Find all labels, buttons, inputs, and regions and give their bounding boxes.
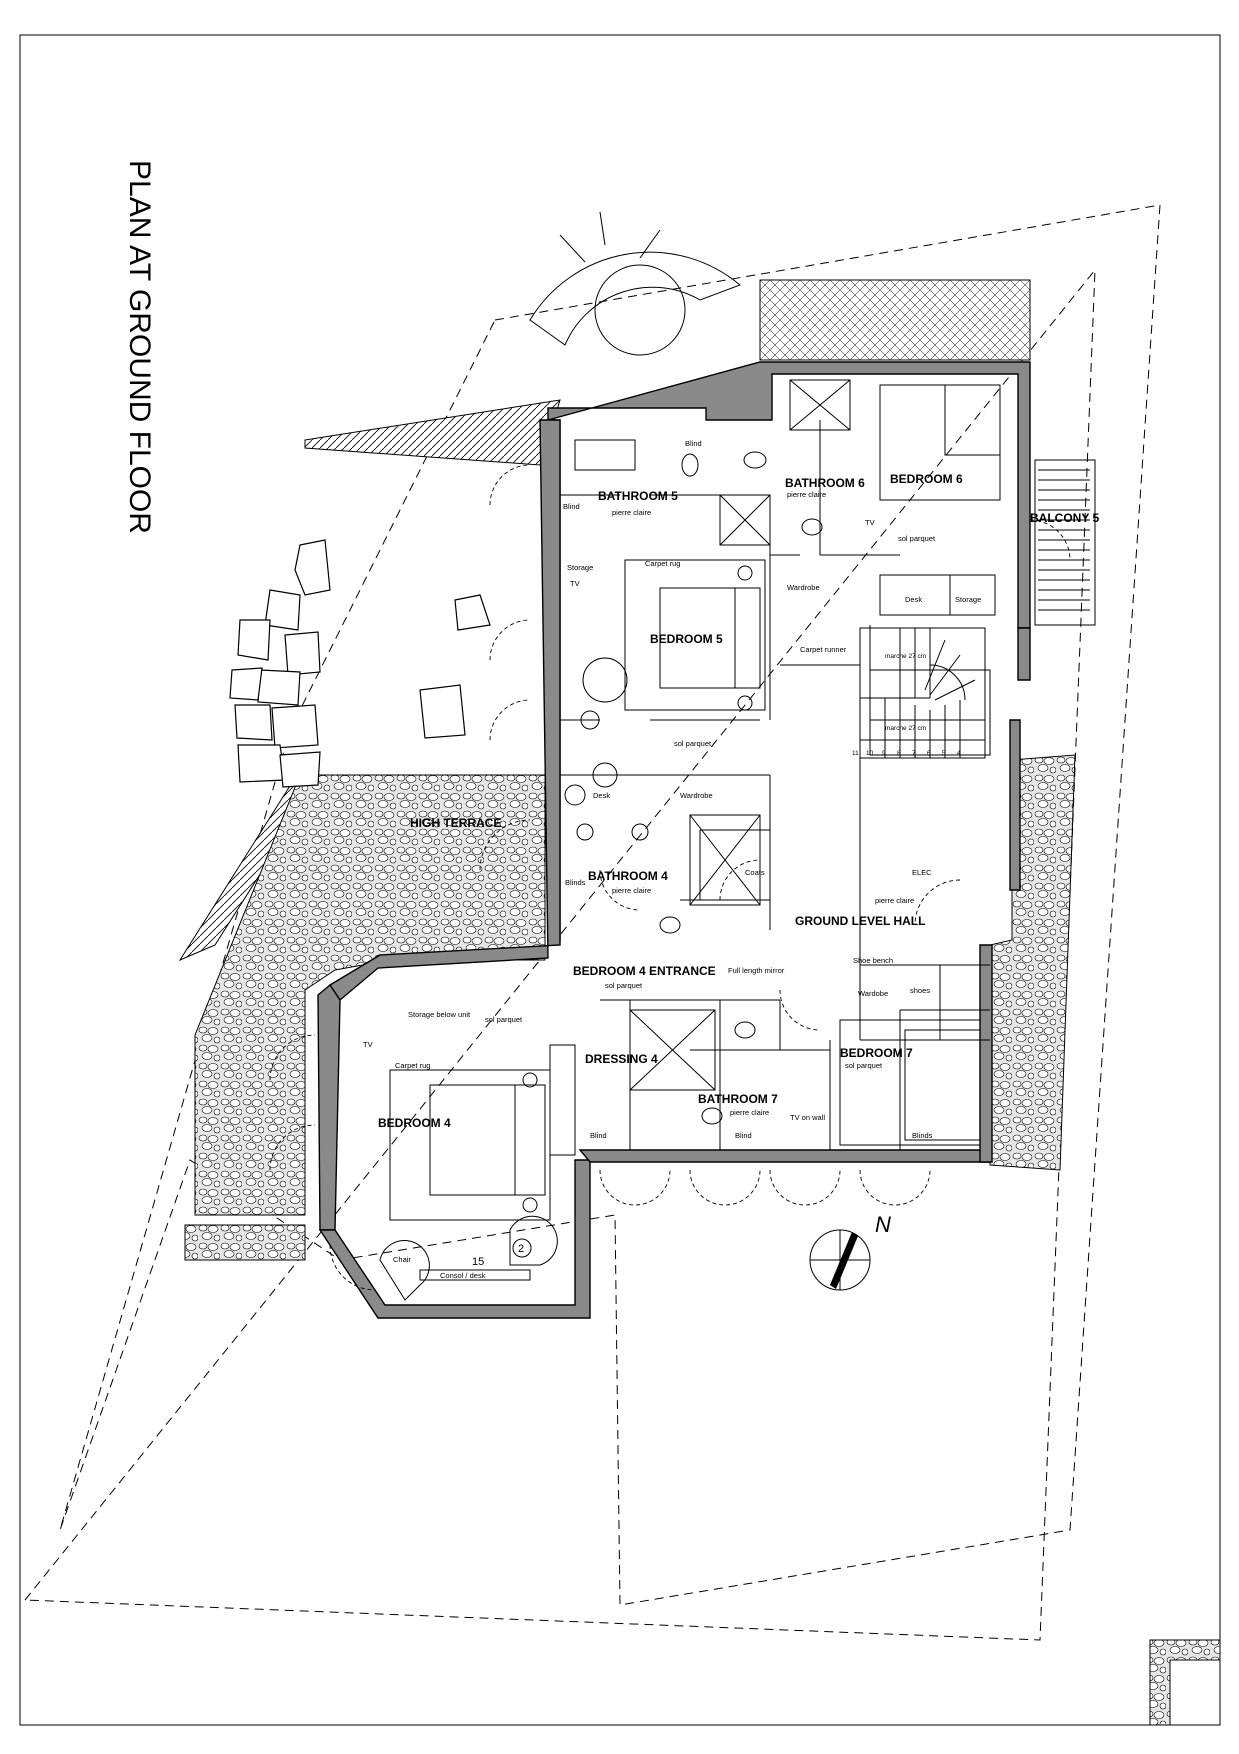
note-pierre-claire-bath7: pierre claire bbox=[730, 1108, 769, 1117]
note-storage-bedroom5: Storage bbox=[567, 563, 593, 572]
staircase bbox=[859, 627, 986, 759]
round-patio bbox=[529, 211, 741, 356]
note-stair-mid: marche 27 cm bbox=[885, 725, 926, 732]
note-sol-parquet-bedroom4: sol parquet bbox=[485, 1015, 523, 1024]
north-label: N bbox=[875, 1212, 891, 1237]
site-boundary bbox=[59, 204, 1161, 1606]
note-blind-dressing: Blind bbox=[590, 1131, 607, 1140]
corner-paving bbox=[1149, 1639, 1221, 1726]
stair-num: 4 bbox=[957, 750, 961, 757]
upper-ramp bbox=[304, 399, 561, 466]
note-pierre-claire-bath6: pierre claire bbox=[787, 490, 826, 499]
note-pierre-claire-hall: pierre claire bbox=[875, 896, 914, 905]
stair-step-numbers: 11 10 9 8 7 6 5 4 bbox=[852, 750, 961, 757]
stair-num: 5 bbox=[942, 750, 946, 757]
note-wardrobe-bedroom7: Wardobe bbox=[858, 989, 888, 998]
label-bathroom6: BATHROOM 6 bbox=[785, 476, 865, 490]
interior-partitions bbox=[560, 420, 991, 1150]
note-blinds-bath4: Blinds bbox=[565, 878, 586, 887]
stair-num: 7 bbox=[912, 750, 916, 757]
note-sol-parquet-entrance: sol parquet bbox=[605, 981, 643, 990]
stair-num: 11 bbox=[852, 750, 859, 757]
note-sol-parquet-bedroom6: sol parquet bbox=[898, 534, 936, 543]
note-pierre-claire-bath5: pierre claire bbox=[612, 508, 651, 517]
note-blind-bath7: Blind bbox=[735, 1131, 752, 1140]
stair-num: 6 bbox=[927, 750, 931, 757]
upper-terrace-hatch bbox=[759, 279, 1031, 361]
bedroom7-bed bbox=[839, 1019, 981, 1146]
bedroom4-chairs bbox=[379, 1215, 558, 1301]
building-walls bbox=[317, 361, 1031, 1319]
note-sol-parquet-bedroom7: sol parquet bbox=[845, 1061, 883, 1070]
high-terrace-paving bbox=[194, 774, 546, 1216]
label-bathroom5: BATHROOM 5 bbox=[598, 489, 678, 503]
table-and-chairs bbox=[564, 657, 628, 806]
note-num-15: 15 bbox=[472, 1256, 484, 1268]
balcony-slats bbox=[1038, 469, 1090, 611]
note-desk-corridor: Desk bbox=[593, 791, 610, 800]
note-chair: Chair bbox=[393, 1255, 411, 1264]
note-blind-1: Blind bbox=[685, 439, 702, 448]
note-tv-bedroom6: TV bbox=[865, 518, 875, 527]
note-carpet-runner: Carpet runner bbox=[800, 645, 847, 654]
label-balcony: BALCONY 5 bbox=[1030, 511, 1099, 525]
label-bathroom4: BATHROOM 4 bbox=[588, 869, 668, 883]
note-coats: Coats bbox=[745, 868, 765, 877]
balcony-outline bbox=[1034, 459, 1096, 626]
label-bedroom4-entrance: BEDROOM 4 ENTRANCE bbox=[573, 964, 716, 978]
note-tv-bedroom5: TV bbox=[570, 579, 580, 588]
note-console-desk: Consol / desk bbox=[440, 1271, 486, 1280]
stair-num: 8 bbox=[897, 750, 901, 757]
north-arrow bbox=[809, 1229, 871, 1291]
label-high-terrace: HIGH TERRACE bbox=[410, 816, 501, 830]
bathroom-fixtures bbox=[574, 379, 851, 1125]
note-tv-bedroom4: TV bbox=[363, 1040, 373, 1049]
note-sol-parquet-corridor: sol parquet bbox=[674, 739, 712, 748]
lower-paving bbox=[184, 1224, 306, 1261]
label-bedroom5: BEDROOM 5 bbox=[650, 632, 723, 646]
note-elec: ELEC bbox=[912, 868, 932, 877]
plan-title: PLAN AT GROUND FLOOR bbox=[123, 160, 156, 534]
note-tv-on-wall: TV on wall bbox=[790, 1113, 825, 1122]
door-swings bbox=[269, 464, 1071, 1291]
note-carpet-rug-bedroom5: Carpet rug bbox=[645, 559, 680, 568]
note-desk-bedroom6: Desk bbox=[905, 595, 922, 604]
note-blind-2: Blind bbox=[563, 502, 580, 511]
label-dressing: DRESSING 4 bbox=[585, 1052, 658, 1066]
east-paving bbox=[989, 754, 1076, 1171]
note-carpet-rug-bedroom4: Carpet rug bbox=[395, 1061, 430, 1070]
note-full-length-mirror: Full length mirror bbox=[728, 966, 785, 975]
note-shoe-bench: Shoe bench bbox=[853, 956, 893, 965]
garden-rocks bbox=[229, 539, 491, 788]
note-wardrobe-bedroom5: Wardrobe bbox=[787, 583, 820, 592]
bedroom6-bed bbox=[879, 384, 1001, 616]
note-wardrobe-corridor: Wardrobe bbox=[680, 791, 713, 800]
stair-num: 9 bbox=[882, 750, 886, 757]
note-num-2: 2 bbox=[518, 1243, 524, 1255]
label-hall: GROUND LEVEL HALL bbox=[795, 914, 925, 928]
label-bedroom6: BEDROOM 6 bbox=[890, 472, 963, 486]
label-bathroom7: BATHROOM 7 bbox=[698, 1092, 778, 1106]
label-bedroom4: BEDROOM 4 bbox=[378, 1116, 451, 1130]
stair-num: 10 bbox=[866, 750, 874, 757]
note-storage-below-unit: Storage below unit bbox=[408, 1010, 471, 1019]
note-stair-top: marche 27 cm bbox=[885, 653, 926, 660]
page-border bbox=[19, 34, 1221, 1726]
bedroom5-bed bbox=[624, 559, 766, 711]
note-pierre-claire-bath4: pierre claire bbox=[612, 886, 651, 895]
note-blinds-bedroom7: Blinds bbox=[912, 1131, 933, 1140]
bedroom4-bed bbox=[389, 1044, 576, 1221]
note-shoes: shoes bbox=[910, 986, 930, 995]
note-storage-bedroom6: Storage bbox=[955, 595, 981, 604]
label-bedroom7: BEDROOM 7 bbox=[840, 1046, 913, 1060]
